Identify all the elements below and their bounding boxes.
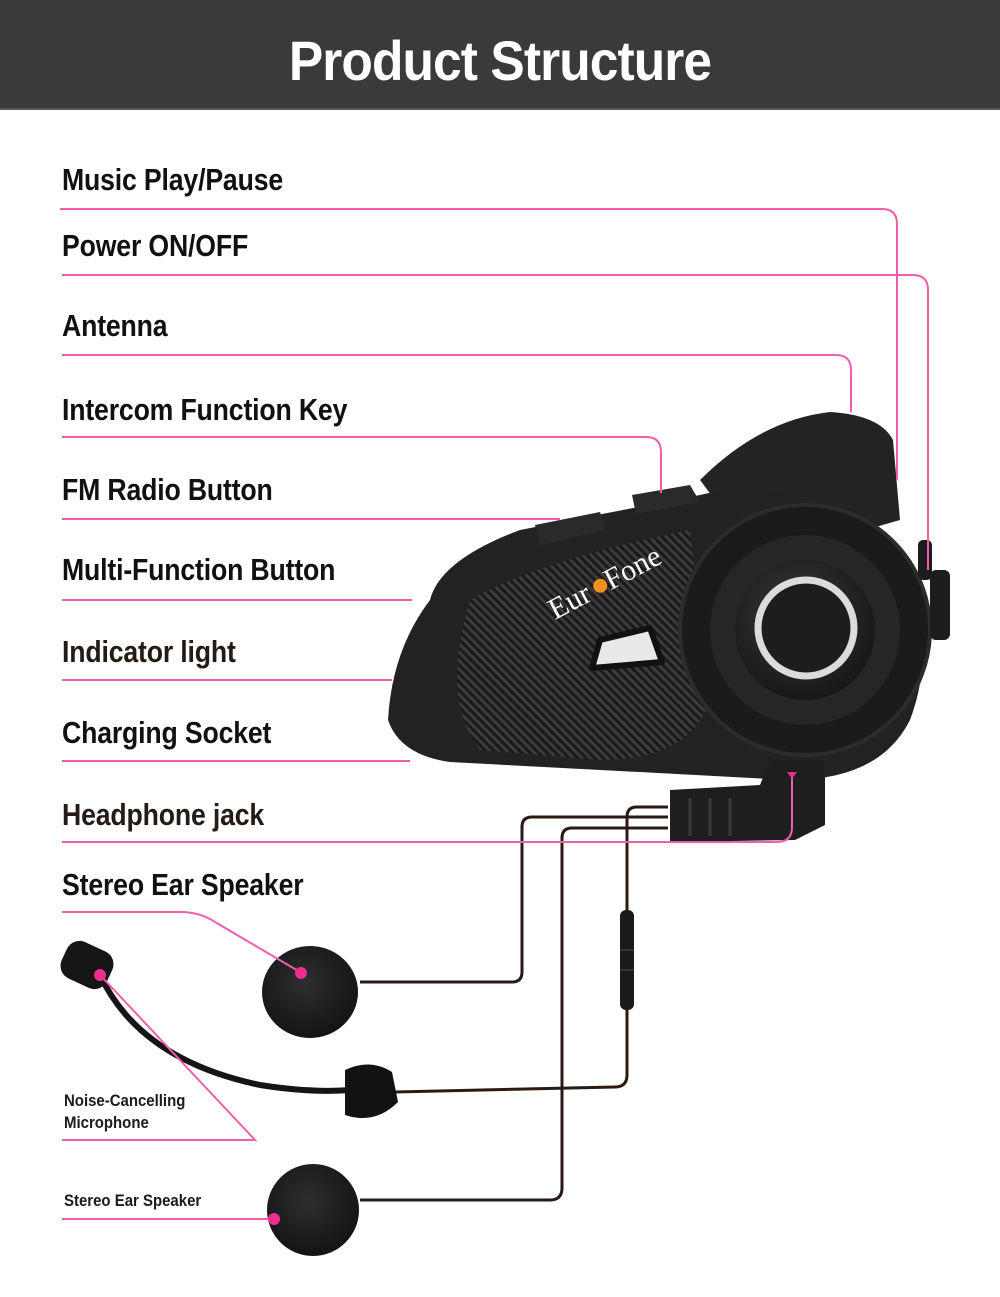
callout-line-power-on-off bbox=[62, 274, 929, 570]
button-fm-radio bbox=[535, 512, 606, 545]
label-fm-radio-button: FM Radio Button bbox=[62, 472, 273, 507]
callout-arrow-headphone bbox=[787, 772, 797, 779]
callout-dot-speaker-bottom bbox=[268, 1213, 280, 1225]
label-power-on-off: Power ON/OFF bbox=[62, 228, 249, 263]
intercom-device bbox=[388, 412, 950, 842]
label-intercom-function-key: Intercom Function Key bbox=[62, 392, 348, 427]
label-multi-function-button: Multi-Function Button bbox=[62, 552, 336, 587]
callout-line-ear-speaker-top bbox=[62, 911, 301, 973]
cable-top-speaker bbox=[360, 815, 668, 984]
multi-function-button-ring bbox=[754, 576, 858, 680]
logo-orange-dot bbox=[593, 578, 608, 593]
carbon-panel bbox=[457, 530, 710, 760]
side-button-music bbox=[918, 540, 932, 580]
inline-connector bbox=[620, 910, 634, 1010]
label-music-play-pause: Music Play/Pause bbox=[62, 162, 284, 197]
button-intercom bbox=[632, 485, 700, 514]
label-indicator-light: Indicator light bbox=[62, 634, 236, 669]
indicator-light bbox=[589, 625, 665, 671]
side-button-power bbox=[930, 570, 950, 640]
callout-dot-microphone bbox=[94, 969, 106, 981]
label-charging-socket: Charging Socket bbox=[62, 715, 272, 750]
label-microphone-line1: Noise-Cancelling bbox=[64, 1091, 186, 1110]
callout-dots bbox=[94, 772, 797, 1225]
mic-boom bbox=[97, 973, 351, 1094]
callout-line-microphone bbox=[62, 974, 258, 1141]
callout-dot-speaker-top bbox=[295, 967, 307, 979]
callout-line-antenna bbox=[62, 354, 852, 412]
page-title: Product Structure bbox=[288, 29, 712, 92]
label-antenna: Antenna bbox=[62, 308, 168, 343]
callout-lines bbox=[60, 208, 929, 1220]
cable-bottom-speaker bbox=[360, 826, 668, 1202]
title-banner: Product Structure bbox=[0, 0, 1000, 110]
microphone-assembly bbox=[60, 940, 398, 1119]
callout-line-intercom bbox=[62, 436, 662, 493]
label-headphone-jack: Headphone jack bbox=[62, 797, 265, 832]
label-bottom-ear-speaker: Stereo Ear Speaker bbox=[64, 1191, 202, 1210]
label-stereo-ear-speaker: Stereo Ear Speaker bbox=[62, 867, 304, 902]
label-microphone-line2: Microphone bbox=[64, 1113, 149, 1132]
stereo-ear-speaker-top bbox=[262, 946, 358, 1038]
callout-line-headphone bbox=[62, 772, 793, 843]
callout-line-music-play-pause bbox=[60, 208, 898, 480]
stereo-ear-speaker-bottom bbox=[267, 1164, 359, 1256]
mic-clip bbox=[345, 1064, 398, 1119]
